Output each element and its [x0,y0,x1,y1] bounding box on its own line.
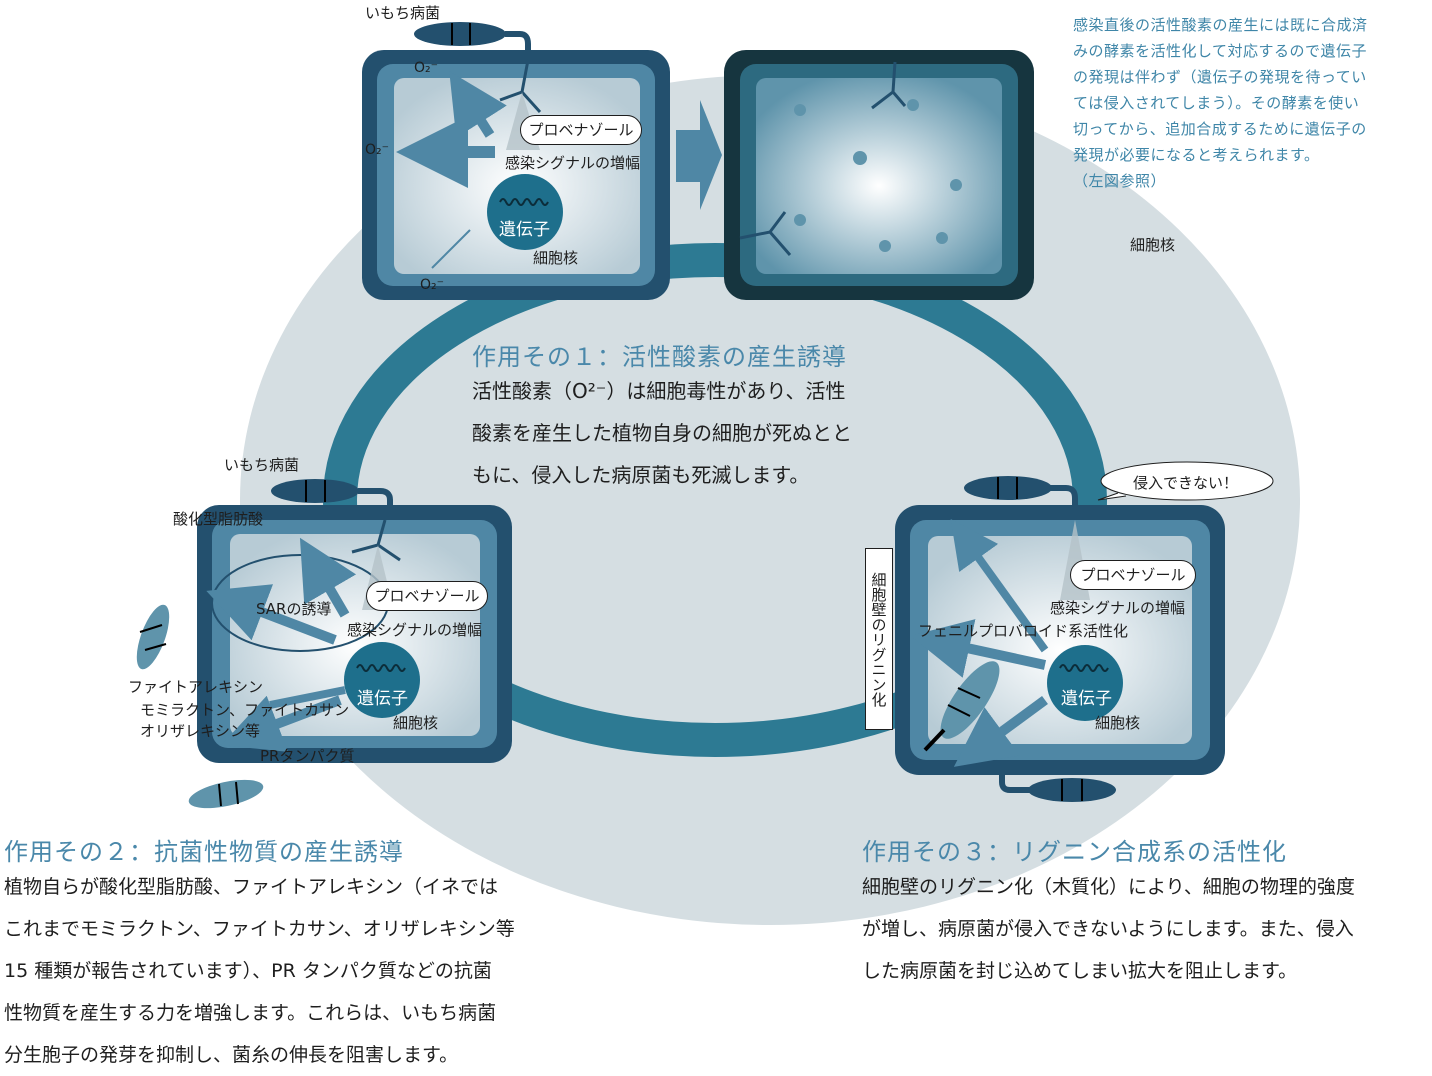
progress-arrow [676,100,722,210]
label-cannot-invade: 侵入できない！ [1133,474,1239,492]
inhibited-spore-1 [136,604,170,670]
blast-fungus-left [271,479,359,503]
label-nucleus-left: 細胞核 [393,714,439,732]
label-blast-fungus-top: いもち病菌 [365,4,441,22]
label-blast-fungus-left: いもち病菌 [224,456,300,474]
inhibited-spore-2 [188,779,264,809]
nucleus-bottom-left [344,642,420,718]
effect2-heading: 作用その２：抗菌性物質の産生誘導 [4,838,404,866]
label-infection-signal-right: 感染シグナルの増幅 [1050,599,1186,617]
label-phytoalexin-3: オリザレキシン等 [140,722,261,740]
label-sar-induction: SARの誘導 [256,600,332,618]
gene-wave-icon [356,664,406,672]
label-o2-left: O₂⁻ [365,142,390,158]
label-o2-bottom: O₂⁻ [420,277,445,293]
cell-bottom-left [136,479,512,809]
label-gene-left: 遺伝子 [357,689,408,709]
trapped-fungus [940,661,1000,739]
label-infection-signal-top: 感染シグナルの増幅 [505,154,641,172]
label-nucleus-top: 細胞核 [533,249,579,267]
label-gene-top: 遺伝子 [499,220,550,240]
effect3-heading: 作用その３：リグニン合成系の活性化 [862,838,1287,866]
label-pr-protein: PRタンパク質 [260,747,355,765]
blast-fungus-top [414,22,506,46]
effect1-heading: 作用その１：活性酸素の産生誘導 [472,343,847,371]
label-lignification: 細胞壁のリグニン化 [865,548,893,730]
label-gene-right: 遺伝子 [1061,689,1112,709]
label-nucleus-right: 細胞核 [1130,236,1176,254]
effect1-body: 活性酸素（O²⁻）は細胞毒性があり、活性 酸素を産生した植物自身の細胞が死ぬとと… [472,379,852,487]
probenazole-badge-right: プロベナゾール [1070,560,1196,590]
label-oxidized-fatty-acid: 酸化型脂肪酸 [173,510,264,528]
cell-dead [724,50,1034,300]
effect2-body: 植物自らが酸化型脂肪酸、ファイトアレキシン（イネでは これまでモミラクトン、ファ… [4,876,515,1066]
effect3-body: 細胞壁のリグニン化（木質化）により、細胞の物理的強度 が増し、病原菌が侵入できな… [862,876,1355,982]
blast-fungus-blocked-bottom [1028,778,1116,802]
speech-bubble [1100,461,1274,501]
label-phytoalexin-1: ファイトアレキシン [128,678,264,696]
probenazole-badge-left: プロベナゾール [366,581,488,611]
gene-wave-icon [499,198,549,206]
label-infection-signal-left: 感染シグナルの増幅 [347,621,483,639]
label-phenylpropanoid: フェニルプロバロイド系活性化 [918,622,1129,640]
label-o2-top: O₂⁻ [414,60,439,76]
gene-wave-icon [1059,664,1109,672]
label-nucleus-bottom-right: 細胞核 [1095,714,1141,732]
nucleus-bottom-right [1047,645,1123,721]
side-note: 感染直後の活性酸素の産生には既に合成済 みの酵素を活性化して対応するので遺伝子 … [1073,16,1368,190]
nucleus-top-left [487,174,563,250]
label-phytoalexin-2: モミラクトン、ファイトカサン [140,701,350,719]
blast-fungus-blocked-top [964,476,1052,500]
probenazole-badge-top: プロベナゾール [520,115,642,145]
